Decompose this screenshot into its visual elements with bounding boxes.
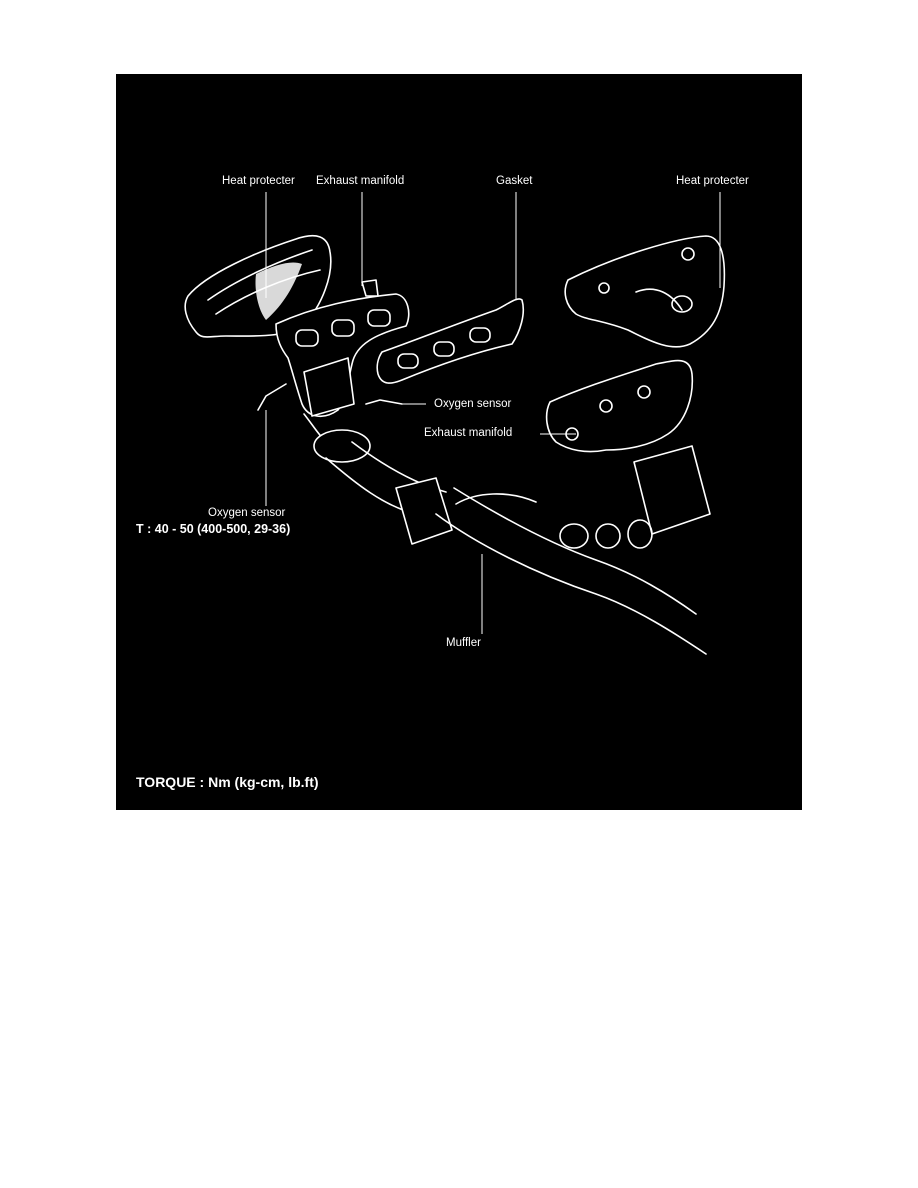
exhaust-system-diagram: Heat protecter Exhaust manifold Gasket H… bbox=[116, 74, 802, 810]
leader-lines bbox=[265, 192, 721, 634]
front-pipe-part bbox=[303, 413, 453, 545]
oxygen-sensor-parts bbox=[257, 383, 403, 411]
label-exhaust-manifold-right: Exhaust manifold bbox=[424, 427, 513, 439]
label-heat-protector-left: Heat protecter bbox=[222, 175, 295, 187]
exhaust-manifold-left-part bbox=[275, 279, 410, 417]
heat-protector-right-part bbox=[564, 235, 726, 348]
label-oxygen-sensor-left: Oxygen sensor bbox=[208, 507, 286, 519]
diagram-drawing bbox=[184, 192, 726, 655]
heat-protector-left-part bbox=[184, 235, 332, 338]
label-oxygen-sensor-right: Oxygen sensor bbox=[434, 398, 512, 410]
muffler-pipe-part bbox=[435, 487, 707, 655]
label-exhaust-manifold-top: Exhaust manifold bbox=[316, 175, 405, 187]
label-oxygen-sensor-torque: T : 40 - 50 (400-500, 29-36) bbox=[136, 522, 291, 536]
exhaust-manifold-right-part bbox=[545, 359, 711, 535]
gasket-part bbox=[376, 298, 525, 384]
label-gasket: Gasket bbox=[496, 175, 533, 187]
torque-units-caption: TORQUE : Nm (kg-cm, lb.ft) bbox=[136, 774, 319, 790]
label-muffler: Muffler bbox=[446, 637, 481, 649]
label-heat-protector-right: Heat protecter bbox=[676, 175, 749, 187]
